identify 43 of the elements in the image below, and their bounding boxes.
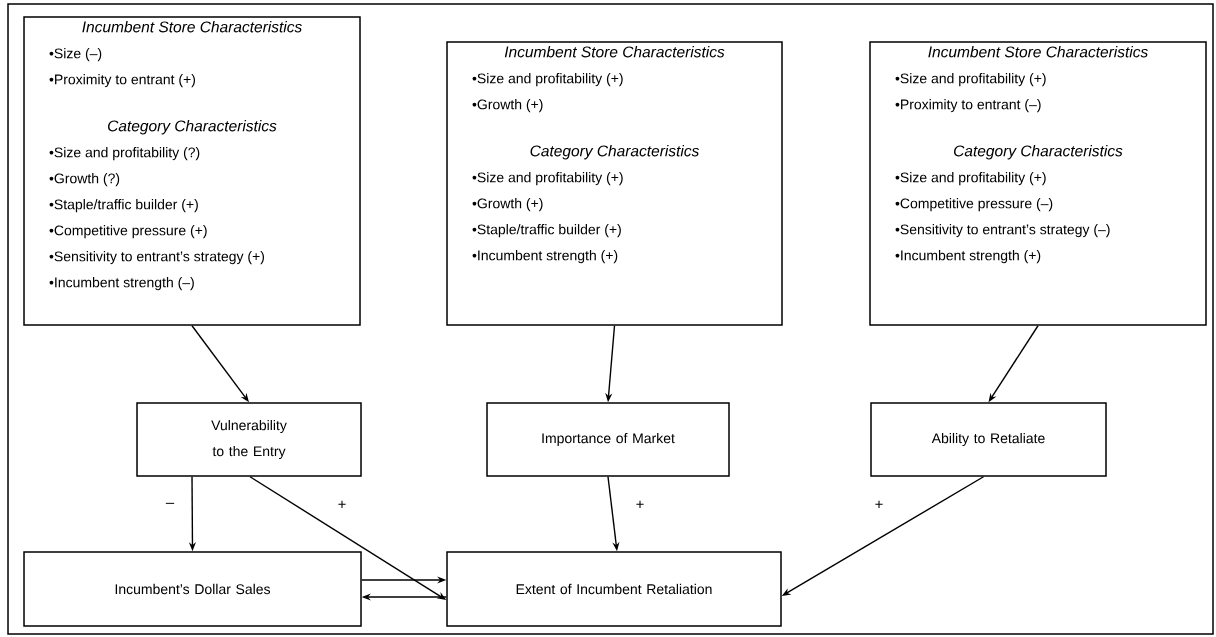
box-label: Ability to Retaliate <box>931 432 1045 446</box>
bullet-item: •Size (–) <box>49 48 102 62</box>
bullet-item: •Sensitivity to entrant’s strategy (+) <box>49 251 264 265</box>
process-box <box>870 402 1107 477</box>
heading: Incumbent Store Characteristics <box>504 46 725 58</box>
bullet-item: •Sensitivity to entrant’s strategy (–) <box>895 224 1110 238</box>
heading: Category Characteristics <box>530 145 699 160</box>
bullet-item: •Growth (?) <box>49 173 120 187</box>
bullet-item: •Growth (+) <box>472 99 543 113</box>
bullet-item: •Competitive pressure (+) <box>49 225 207 239</box>
bullet-item: •Size and profitability (+) <box>472 73 623 87</box>
bullet-item: •Proximity to entrant (–) <box>895 99 1041 113</box>
box-label: Vulnerability to the Entry <box>211 419 287 459</box>
characteristics-box <box>869 41 1207 326</box>
bullet-item: •Incumbent strength (+) <box>472 250 618 264</box>
bullet-item: •Size and profitability (+) <box>895 73 1046 87</box>
edge-label: + <box>636 500 644 508</box>
edge-label: – <box>165 502 175 504</box>
bullet-item: •Size and profitability (+) <box>895 172 1046 186</box>
bullet-item: •Growth (+) <box>472 198 543 212</box>
bullet-item: •Incumbent strength (–) <box>49 277 194 291</box>
heading: Incumbent Store Characteristics <box>928 46 1148 58</box>
heading: Category Characteristics <box>108 120 277 135</box>
bullet-item: •Staple/traffic builder (+) <box>472 224 621 238</box>
box-label: Importance of Market <box>542 432 675 446</box>
bullet-item: •Incumbent strength (+) <box>895 250 1041 264</box>
edge-label: + <box>875 500 883 508</box>
process-box <box>446 551 782 627</box>
bullet-item: •Size and profitability (?) <box>49 147 200 161</box>
heading: Category Characteristics <box>954 145 1123 160</box>
bullet-item: •Competitive pressure (–) <box>895 198 1053 212</box>
bullet-item: •Staple/traffic builder (+) <box>49 199 198 213</box>
characteristics-box <box>23 16 361 326</box>
bullet-item: •Size and profitability (+) <box>472 172 623 186</box>
bullet-item: •Proximity to entrant (+) <box>49 74 195 88</box>
process-box <box>486 402 730 477</box>
process-box <box>136 402 362 477</box>
box-label: Incumbent’s Dollar Sales <box>115 583 271 595</box>
process-box <box>23 551 362 627</box>
box-label: Extent of Incumbent Retaliation <box>516 583 712 595</box>
heading: Incumbent Store Characteristics <box>82 21 302 33</box>
characteristics-box <box>446 41 783 326</box>
edge-label: + <box>338 500 346 508</box>
